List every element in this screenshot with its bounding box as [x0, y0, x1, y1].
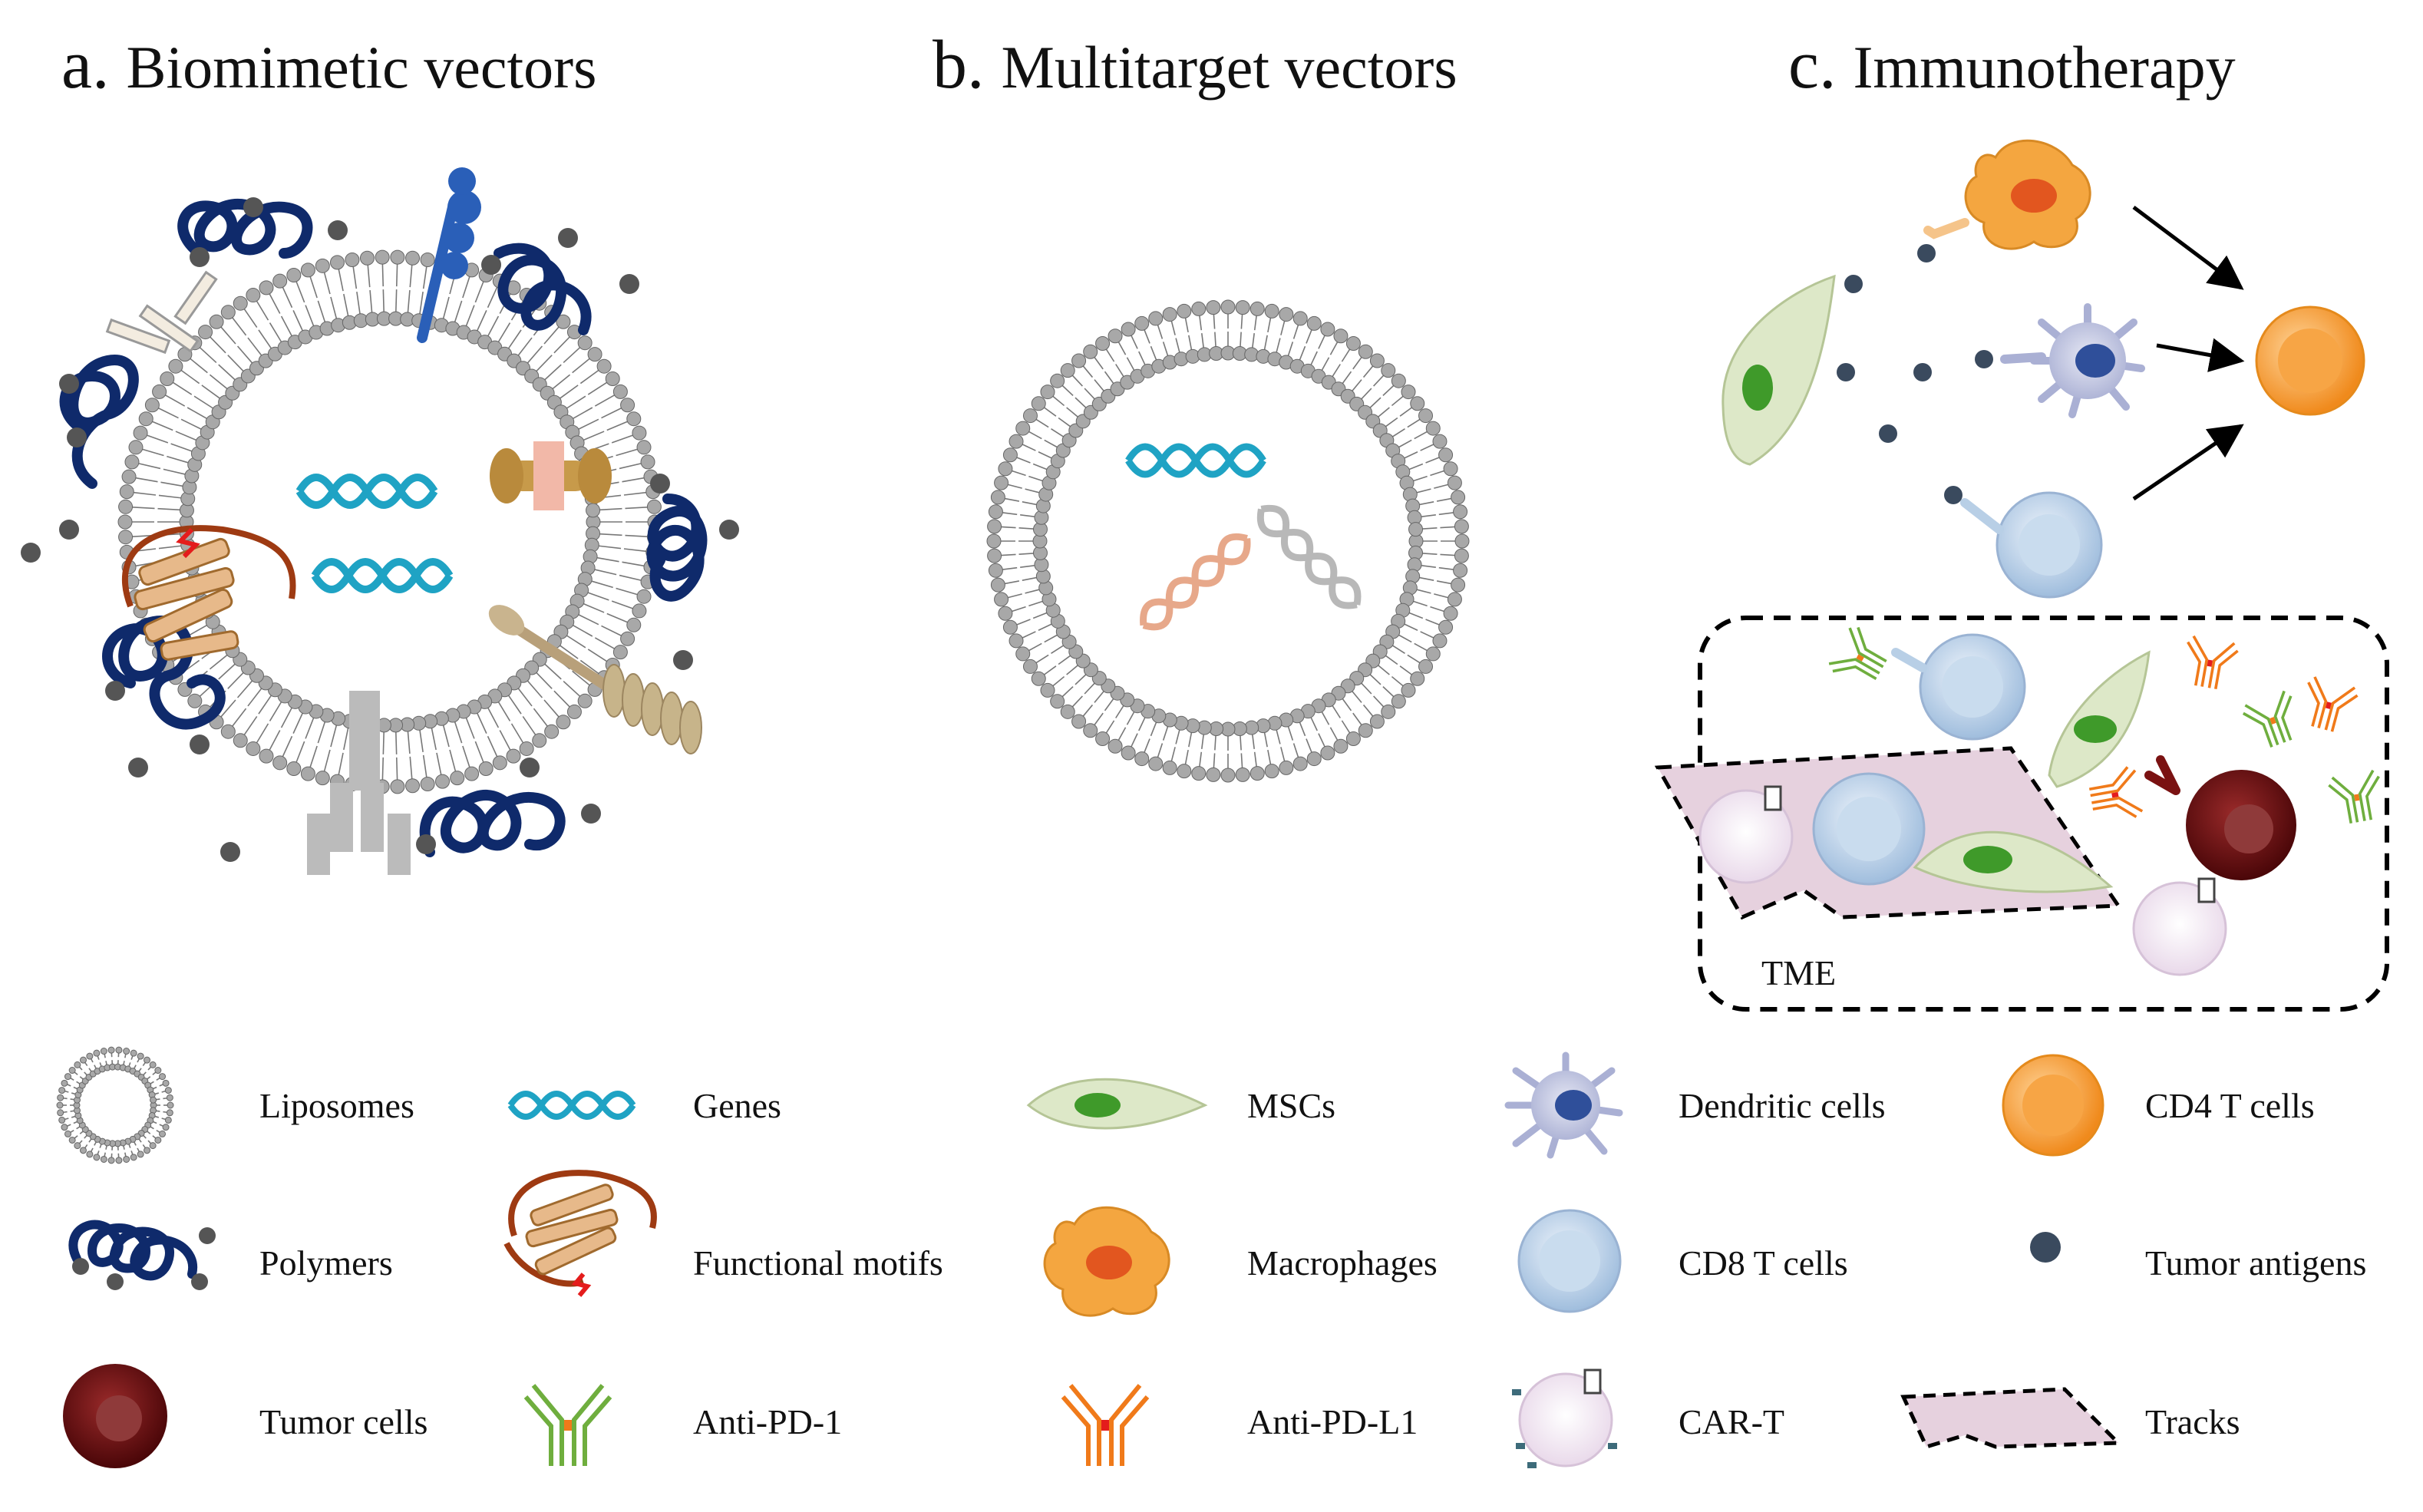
dendritic-cell — [2000, 303, 2145, 418]
antibody — [2187, 635, 2239, 690]
legend-label-mscs: MSCs — [1247, 1086, 1336, 1125]
dendritic-cell-icon — [1504, 1051, 1623, 1159]
macrophage-cell — [1923, 139, 2091, 250]
car-t-icon — [1512, 1368, 1617, 1468]
cd8-t-cell-icon — [1517, 1209, 1622, 1313]
panel-b-title: b.Multitarget vectors — [933, 31, 1457, 100]
antibody — [2328, 769, 2380, 824]
gene-icon — [507, 1091, 636, 1120]
panel-a-heading: Biomimetic vectors — [126, 34, 597, 101]
cd8-t-cell — [1960, 491, 2103, 599]
anti-pd1-icon — [523, 1384, 612, 1466]
legend-label-car-t: CAR-T — [1679, 1402, 1784, 1441]
gene-strand-grey — [1256, 504, 1362, 609]
activation-arrows — [2132, 206, 2245, 501]
gene-strand-salmon — [1140, 533, 1251, 631]
antibody — [2307, 676, 2359, 732]
antibody — [2242, 690, 2293, 748]
cd8-t-cell-track — [1812, 772, 1926, 886]
polymer-chain — [494, 243, 592, 335]
macrophage-icon — [1043, 1206, 1170, 1317]
liposome-icon — [56, 1046, 174, 1164]
msc-cell — [1722, 274, 1836, 466]
legend-label-tumor-antigens: Tumor antigens — [2145, 1243, 2367, 1283]
tumor-antigens — [1837, 244, 1993, 504]
tracks-icon — [1900, 1387, 2123, 1450]
polymer-end-groups — [21, 197, 739, 862]
cd8-t-cell-tme — [1891, 633, 2026, 741]
car-t-cell — [2132, 877, 2227, 976]
panel-a-title: a.Biomimetic vectors — [61, 31, 596, 100]
antibody — [2088, 766, 2144, 818]
legend-label-liposomes: Liposomes — [259, 1086, 414, 1125]
polymer-chain — [646, 494, 708, 602]
legend-label-genes: Genes — [693, 1086, 781, 1125]
cd4-t-cell — [2255, 305, 2365, 416]
legend-label-cd8-t-cells: CD8 T cells — [1679, 1243, 1848, 1283]
polymer-chain — [59, 355, 139, 489]
panel-c-heading: Immunotherapy — [1853, 34, 2236, 101]
legend-icons — [56, 1046, 2123, 1468]
antibody-motif — [105, 270, 218, 355]
panel-c-letter: c. — [1788, 27, 1837, 103]
panel-b-letter: b. — [933, 27, 985, 103]
gene-strand — [295, 474, 438, 509]
tme-antibodies — [1828, 626, 2380, 824]
tme-label: TME — [1761, 953, 1837, 992]
msc-cell-track — [1913, 830, 2114, 893]
polymer-chain — [419, 790, 566, 857]
panel-b-heading: Multitarget vectors — [1001, 34, 1457, 101]
panel-a-letter: a. — [61, 27, 110, 103]
tumor-cell-icon — [63, 1364, 167, 1468]
peptide-chain — [417, 167, 481, 343]
legend-label-polymers: Polymers — [259, 1243, 393, 1283]
gene-strand — [311, 558, 454, 593]
legend-label-dendritic-cells: Dendritic cells — [1679, 1086, 1886, 1125]
legend-label-anti-pd-l1: Anti-PD-L1 — [1247, 1402, 1418, 1441]
legend-label-macrophages: Macrophages — [1247, 1243, 1438, 1283]
gene-strand-blue — [1125, 443, 1266, 478]
polymer-icon — [68, 1220, 216, 1290]
cd4-t-cell-icon — [2002, 1054, 2104, 1157]
receptor-stalk — [488, 605, 702, 754]
legend-label-functional-motifs: Functional motifs — [693, 1243, 943, 1283]
functional-motif-icon — [503, 1170, 657, 1297]
transmembrane-protein — [490, 441, 612, 510]
biomimetic-vector — [21, 167, 739, 875]
immunotherapy-scene — [1654, 139, 2389, 1012]
multitarget-vector — [986, 299, 1470, 783]
tumor-cell — [2144, 755, 2296, 880]
grey-receptor — [307, 691, 411, 875]
msc-cell-tme — [2048, 650, 2151, 788]
msc-icon — [1026, 1078, 1208, 1130]
panel-c-title: c.Immunotherapy — [1788, 31, 2236, 100]
car-t-cell — [1698, 785, 1794, 884]
legend-label-tracks: Tracks — [2145, 1402, 2240, 1441]
legend-label-anti-pd-1: Anti-PD-1 — [693, 1402, 843, 1441]
tumor-antigen-icon — [2030, 1232, 2061, 1263]
legend-label-tumor-cells: Tumor cells — [259, 1402, 428, 1441]
anti-pdl1-icon — [1061, 1384, 1150, 1466]
functional-motif — [122, 525, 296, 661]
antibody — [1828, 626, 1887, 680]
liposome-bilayer-b — [986, 299, 1470, 783]
legend-label-cd4-t-cells: CD4 T cells — [2145, 1086, 2315, 1125]
